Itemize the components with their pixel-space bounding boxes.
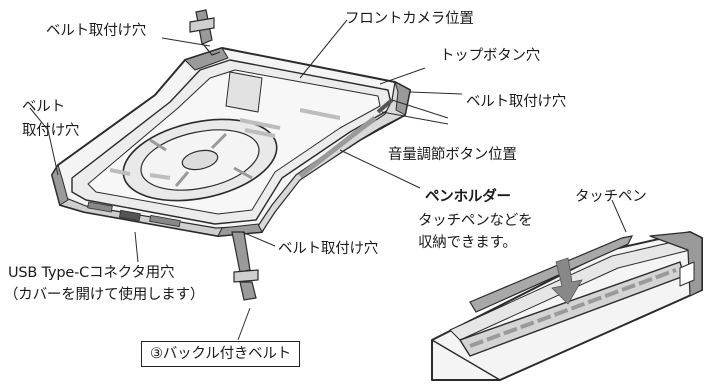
detail-bumper [649, 231, 703, 297]
label-belt-hole-left-1: ベルト [22, 99, 65, 115]
label-pen-holder-desc-1: タッチペンなどを [418, 213, 533, 229]
label-touch-pen: タッチペン [575, 189, 647, 205]
label-belt-hole-left-2: 取付け穴 [22, 123, 80, 139]
label-belt-hole-bottom: ベルト取付け穴 [278, 241, 379, 257]
touch-pen [469, 235, 634, 313]
label-front-camera: フロントカメラ位置 [345, 11, 474, 27]
corner-bumper-bottom [217, 223, 263, 237]
usb-port [119, 209, 141, 222]
belt-top [189, 9, 221, 56]
pen-holder-tube [298, 116, 377, 178]
tablet-case [51, 47, 411, 237]
label-pen-holder-title: ペンホルダー [425, 189, 511, 205]
volume-buttons [376, 98, 394, 114]
corner-bumper-left [51, 164, 69, 206]
camera-window [225, 71, 263, 113]
rotating-dial-hub [181, 149, 219, 171]
insert-arrow [551, 257, 583, 305]
label-usb-line-1: USB Type-Cコネクタ用穴 [8, 265, 175, 281]
buckle-belt [231, 231, 259, 301]
label-volume-button: 音量調節ボタン位置 [388, 147, 517, 163]
label-pen-holder-desc-2: 収納できます。 [418, 235, 517, 251]
label-top-button-hole: トップボタン穴 [440, 48, 541, 64]
leader-lines [29, 19, 627, 341]
label-usb-line-2: （カバーを開けて使用します） [4, 287, 205, 303]
label-belt-hole-right: ベルト取付け穴 [466, 94, 567, 110]
label-buckle-belt: ③バックル付きベルト [141, 341, 301, 367]
label-belt-hole-top: ベルト取付け穴 [46, 23, 147, 39]
corner-bumper-right [394, 81, 411, 116]
